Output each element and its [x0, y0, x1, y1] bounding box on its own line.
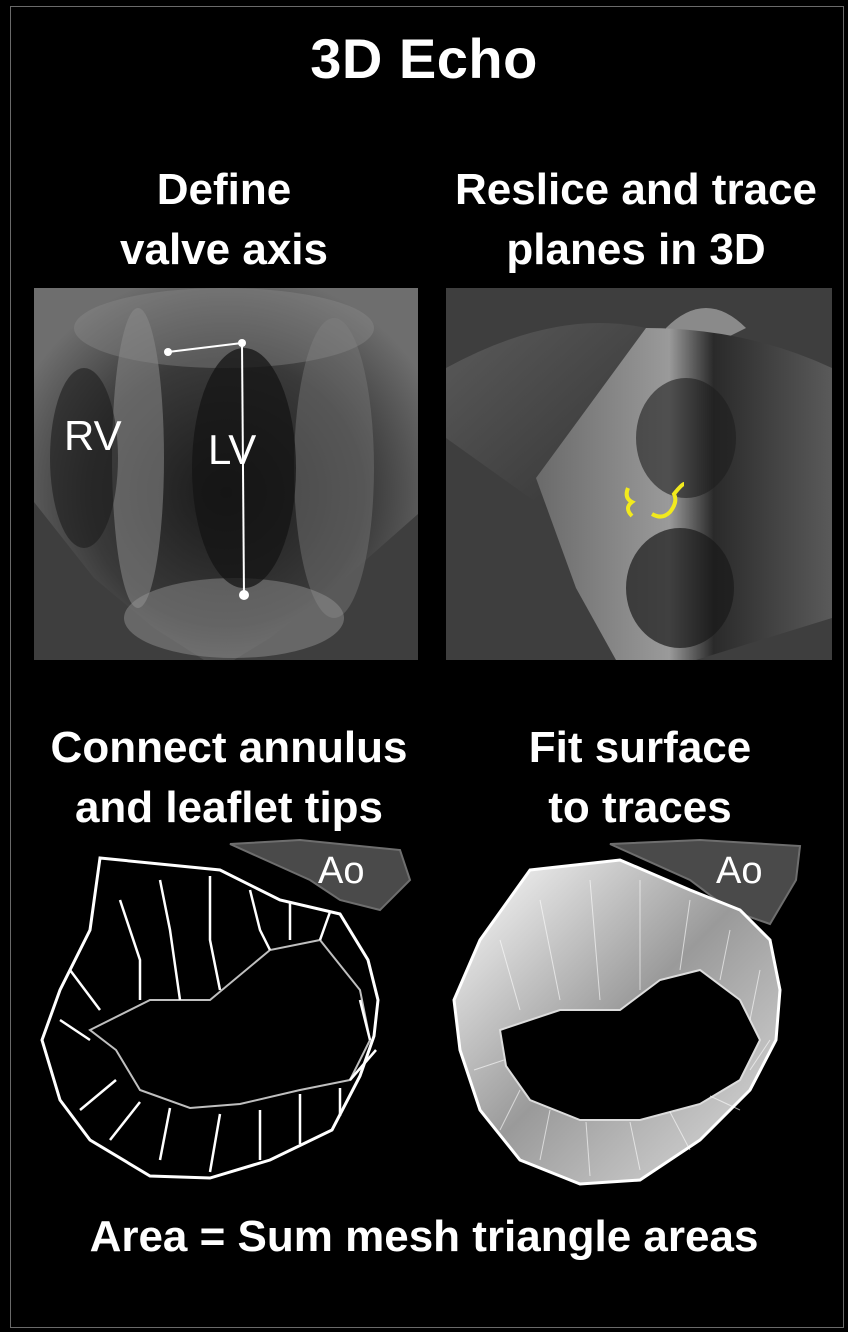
caption-line-1: Connect annulus — [24, 718, 434, 778]
wire-mesh-drawing — [20, 840, 420, 1200]
caption-line-1: Reslice and trace — [430, 160, 842, 220]
echo-sector-a — [34, 288, 418, 660]
lv-label: LV — [208, 426, 256, 474]
step-define-axis-caption: Define valve axis — [24, 160, 424, 280]
caption-line-2: planes in 3D — [430, 220, 842, 280]
caption-line-2: and leaflet tips — [24, 778, 434, 838]
figure-title: 3D Echo — [0, 26, 848, 91]
valve-fitted-surface — [440, 840, 840, 1200]
step-fit-surface-caption: Fit surface to traces — [440, 718, 840, 838]
caption-line-2: to traces — [440, 778, 840, 838]
axis-point — [238, 339, 246, 347]
caption-line-2: valve axis — [24, 220, 424, 280]
axis-point — [164, 348, 172, 356]
caption-line-1: Fit surface — [440, 718, 840, 778]
echo-planes-b — [446, 288, 832, 660]
apex-tissue — [124, 578, 344, 658]
caption-line-1: Define — [24, 160, 424, 220]
echo-image-resliced-planes — [446, 288, 832, 660]
lateral-wall-tissue — [294, 318, 374, 618]
ao-label-left: Ao — [318, 850, 364, 893]
step-reslice-caption: Reslice and trace planes in 3D — [430, 160, 842, 280]
cavity-shadow — [636, 378, 736, 498]
rv-label: RV — [64, 412, 122, 460]
atrial-tissue — [74, 288, 374, 368]
fitted-surface-drawing — [440, 840, 840, 1200]
ao-label-right: Ao — [716, 850, 762, 893]
step-connect-caption: Connect annulus and leaflet tips — [24, 718, 434, 838]
area-formula: Area = Sum mesh triangle areas — [0, 1212, 848, 1262]
axis-point — [239, 590, 249, 600]
valve-wire-mesh — [20, 840, 420, 1200]
cavity-shadow — [626, 528, 734, 648]
echo-image-valve-axis — [34, 288, 418, 660]
